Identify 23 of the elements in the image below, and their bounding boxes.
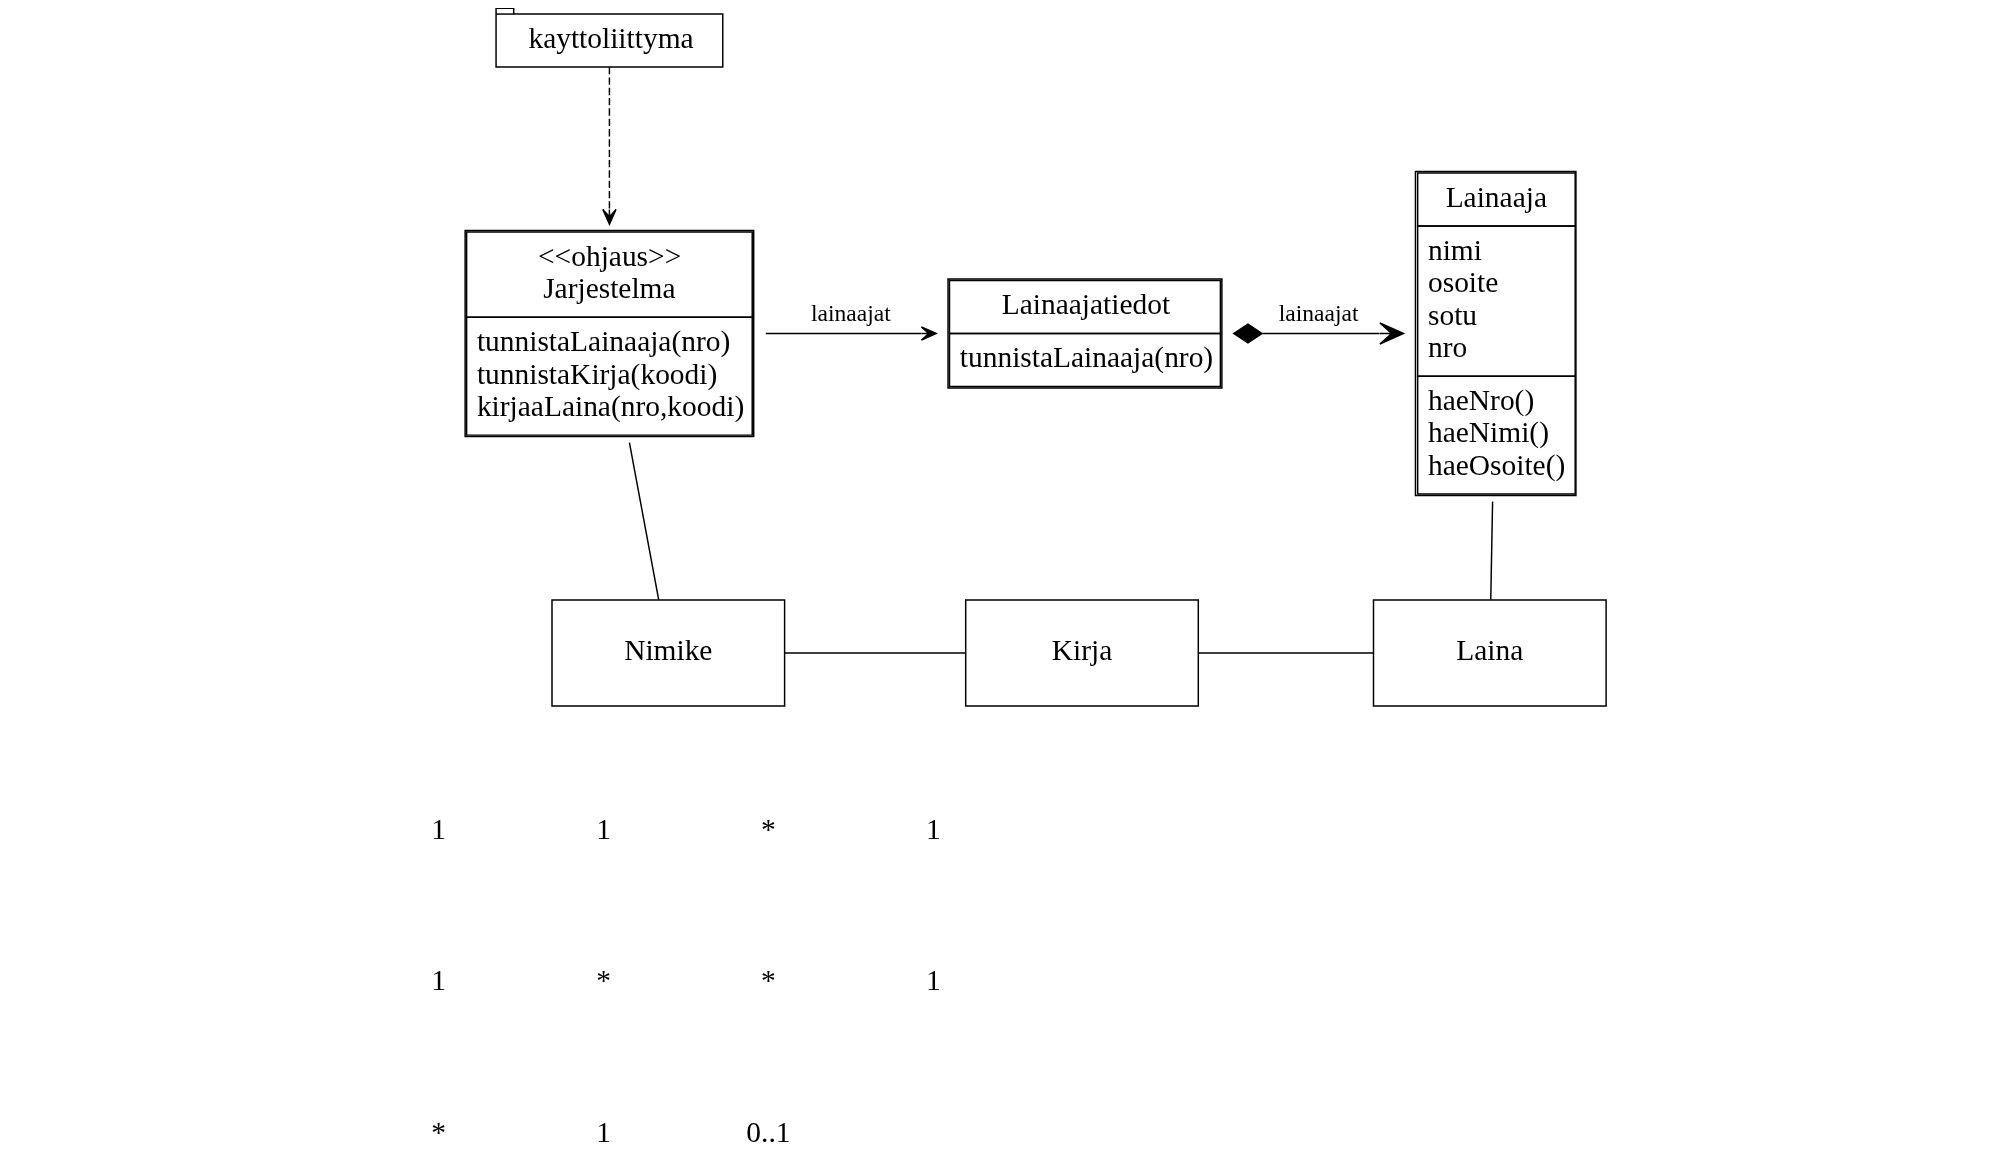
label: * <box>761 964 776 997</box>
edge-label: lainaajat <box>810 300 891 327</box>
label: * <box>761 812 776 845</box>
connector <box>1197 652 1374 654</box>
label: 1 <box>925 812 941 845</box>
node-box: Kirja <box>964 599 1200 707</box>
arrow <box>602 66 617 225</box>
connector <box>628 441 660 601</box>
label: 0..1 <box>746 1115 791 1148</box>
label: * <box>596 964 611 997</box>
label: 1 <box>431 812 446 845</box>
label: * <box>431 1115 446 1148</box>
label: 1 <box>596 812 611 845</box>
label: 1 <box>431 964 446 997</box>
connector <box>1490 500 1494 601</box>
arrow <box>1232 322 1405 345</box>
connector <box>783 652 966 654</box>
label: 1 <box>596 1115 611 1148</box>
label: 1 <box>925 964 941 997</box>
node-box: Laina <box>1372 599 1607 707</box>
edge-label: lainaajat <box>1278 300 1359 327</box>
arrow <box>765 326 937 341</box>
node-box: Nimike <box>551 599 786 707</box>
